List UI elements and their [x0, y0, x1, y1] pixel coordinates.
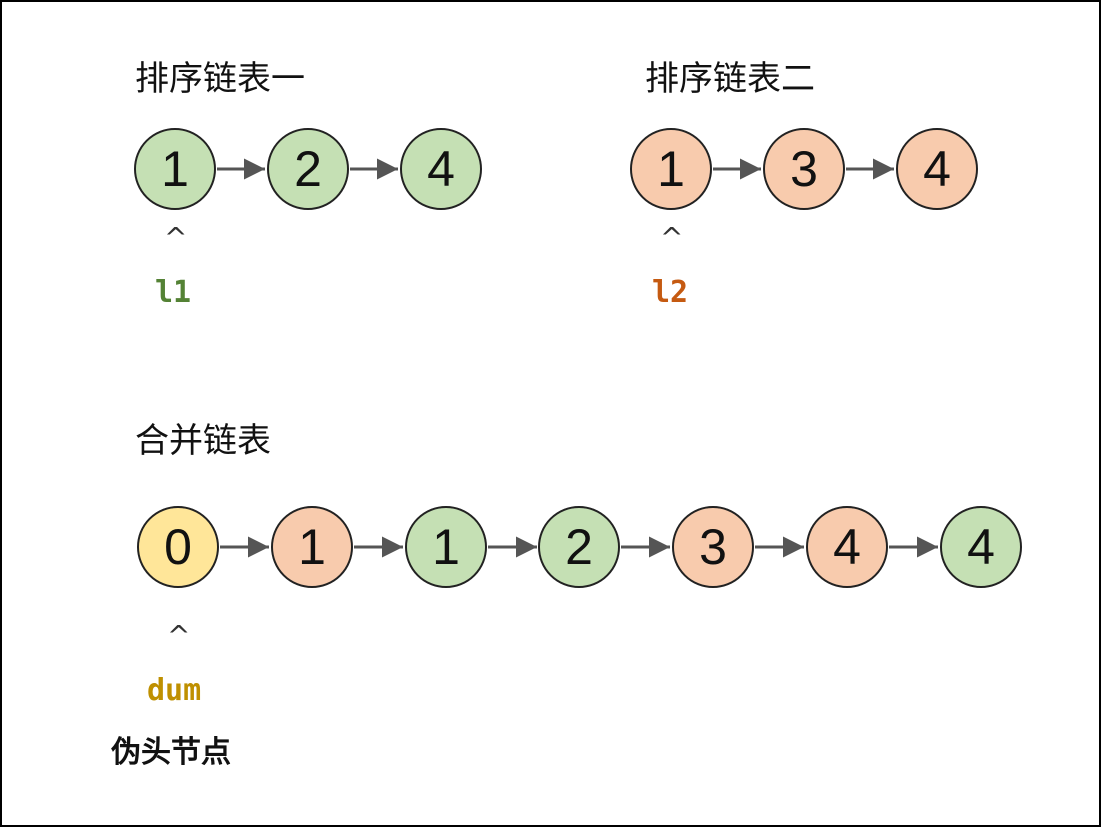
- l2-caret: ^: [660, 221, 684, 254]
- dum-caret: ^: [167, 619, 191, 652]
- list2-node-3: 4: [896, 128, 978, 210]
- merged-node-5: 3: [672, 506, 754, 588]
- list1-node-1: 1: [134, 128, 216, 210]
- list1-node-3: 4: [400, 128, 482, 210]
- dummy-head-note: 伪头节点: [111, 735, 231, 770]
- l1-pointer-label: l1: [155, 275, 192, 310]
- merged-node-3: 1: [405, 506, 487, 588]
- merged-node-6: 4: [806, 506, 888, 588]
- list1-node-2: 2: [267, 128, 349, 210]
- merged-node-dummy: 0: [137, 506, 219, 588]
- list2-node-2: 3: [763, 128, 845, 210]
- merged-title: 合并链表: [135, 421, 271, 461]
- l1-caret: ^: [164, 221, 188, 254]
- merged-node-4: 2: [538, 506, 620, 588]
- merged-node-2: 1: [271, 506, 353, 588]
- l2-pointer-label: l2: [652, 275, 689, 310]
- list2-node-1: 1: [630, 128, 712, 210]
- dum-pointer-label: dum: [147, 673, 202, 708]
- merged-node-7: 4: [940, 506, 1022, 588]
- list2-title: 排序链表二: [645, 59, 815, 99]
- list1-title: 排序链表一: [135, 59, 305, 99]
